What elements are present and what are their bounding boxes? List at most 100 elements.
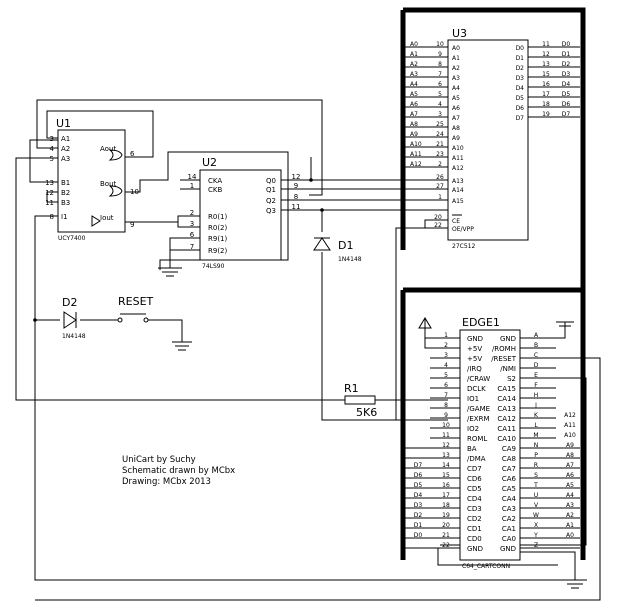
u3-addr-net: A4: [410, 81, 418, 88]
u3-data-net: D4: [562, 81, 571, 88]
u3-high-num: 26: [436, 174, 444, 181]
edge-bus-left-name: BA: [467, 445, 477, 453]
edge-bus-letter: U: [534, 492, 538, 499]
edge-bus-right-name: CA7: [502, 465, 516, 473]
u3-data-net: D3: [562, 71, 571, 78]
edge-bus-right-name: GND: [500, 545, 516, 553]
reset-switch: RESET: [117, 295, 154, 323]
edge-bus-net: D3: [414, 502, 423, 509]
u3-addr-net: A2: [410, 61, 418, 68]
edge-bus-rnet: A5: [566, 482, 574, 489]
edge-bus-rnet: A2: [566, 512, 574, 519]
u3-data-num: 11: [542, 41, 550, 48]
u3-data-net: D5: [562, 91, 571, 98]
edge-bus-rnet: A7: [566, 462, 574, 469]
u1-pin-name: I1: [61, 213, 68, 221]
u3-addr-net: A6: [410, 101, 418, 108]
u1-iout-label: Iout: [100, 214, 114, 222]
edge-right-letter: B: [534, 342, 538, 349]
edge-left-num: 7: [444, 392, 448, 399]
u1-pin-num: 13: [45, 179, 54, 187]
edge-bus-net: D2: [414, 512, 423, 519]
edge-right-name: /ROMH: [492, 345, 516, 353]
u3-addr-num: 2: [438, 161, 442, 168]
edge-bus-letter: S: [534, 472, 538, 479]
u3-addr-name: A1: [452, 55, 460, 62]
edge-bus-letter: W: [533, 512, 539, 519]
u3-addr-name: A8: [452, 125, 460, 132]
edge-bus-right-name: CA8: [502, 455, 516, 463]
u3-data-net: D0: [562, 41, 571, 48]
edge-bus-rnet: A8: [566, 452, 574, 459]
edge-bus-right-name: CA5: [502, 485, 516, 493]
d2-ref: D2: [62, 296, 77, 309]
edge-right-net: A12: [564, 412, 576, 419]
u1-pin-num: 4: [50, 145, 55, 153]
u3-data-net: D6: [562, 101, 571, 108]
u3-addr-net: A3: [410, 71, 418, 78]
r1-ref: R1: [344, 382, 359, 395]
edge-left-name: /IRQ: [467, 365, 482, 373]
edge-right-name: S2: [507, 375, 516, 383]
edge-right-name: GND: [500, 335, 516, 343]
u3-data-name: D6: [516, 105, 525, 112]
edge-right-letter: M: [533, 432, 538, 439]
u3-addr-num: 8: [438, 61, 442, 68]
edge-left-name: +5V: [467, 355, 482, 363]
edge-bus-num: 14: [442, 462, 450, 469]
edge-right-letter: A: [534, 332, 539, 339]
edge-left-name: /EXRM: [467, 415, 489, 423]
edge-bus-letter: R: [534, 462, 538, 469]
edge-bus-num: 22: [442, 542, 450, 549]
u3-addr-name: A9: [452, 135, 460, 142]
u1-pin-num: 5: [50, 155, 54, 163]
edge-bus-rnet: A9: [566, 442, 574, 449]
u1-pin-name: A3: [61, 155, 70, 163]
u2-pin-num: 11: [292, 203, 301, 211]
u3-high-num: 27: [436, 183, 444, 190]
edge-bus-letter: V: [534, 502, 539, 509]
u1-iout-pin: 9: [130, 221, 134, 229]
u3-addr-name: A2: [452, 65, 460, 72]
edge-bus-left-name: CD5: [467, 485, 482, 493]
edge-left-name: IO2: [467, 425, 479, 433]
edge-right-name: CA14: [497, 395, 516, 403]
u2-pin-name: R9(2): [208, 247, 228, 255]
u1-pin-name: B3: [61, 199, 70, 207]
edge-bus-right-name: CA1: [502, 525, 516, 533]
edge-bus-net: D6: [414, 472, 423, 479]
u3-data-num: 13: [542, 61, 550, 68]
u2-pin-name: Q2: [266, 197, 276, 205]
edge-left-num: 6: [444, 382, 448, 389]
u3-addr-num: 23: [436, 151, 444, 158]
u1-pin-name: B1: [61, 179, 70, 187]
d1-diode: D1 1N4148: [313, 237, 362, 263]
edge-right-name: CA10: [497, 435, 516, 443]
u3-data-num: 16: [542, 81, 550, 88]
edge-bus-net: D4: [414, 492, 423, 499]
credit-line-2: Schematic drawn by MCbx: [122, 466, 235, 476]
u1-pin-num: 12: [45, 189, 54, 197]
edge-right-letter: K: [534, 412, 539, 419]
u3-high-name: A15: [452, 198, 464, 205]
u3-addr-name: A12: [452, 165, 464, 172]
edge-bus-left-name: CD4: [467, 495, 482, 503]
edge-right-letter: H: [534, 392, 539, 399]
u3-data-name: D1: [516, 55, 525, 62]
edge-bus-left-name: CD0: [467, 535, 482, 543]
u3-data-name: D0: [516, 45, 525, 52]
edge-right-net: A11: [564, 422, 576, 429]
u3-addr-net: A1: [410, 51, 418, 58]
u3-high-num: 1: [438, 194, 442, 201]
edge-bus-letter: T: [533, 482, 538, 489]
edge-bus-net: D5: [414, 482, 423, 489]
u3-data-num: 17: [542, 91, 550, 98]
u2-pin-num: 3: [190, 220, 194, 228]
edge-bus-left-name: /DMA: [467, 455, 486, 463]
edge-part: C64_CARTCONN: [462, 563, 510, 570]
u2-pin-num: 2: [190, 209, 194, 217]
u3-data-name: D5: [516, 95, 525, 102]
edge-left-name: GND: [467, 335, 483, 343]
